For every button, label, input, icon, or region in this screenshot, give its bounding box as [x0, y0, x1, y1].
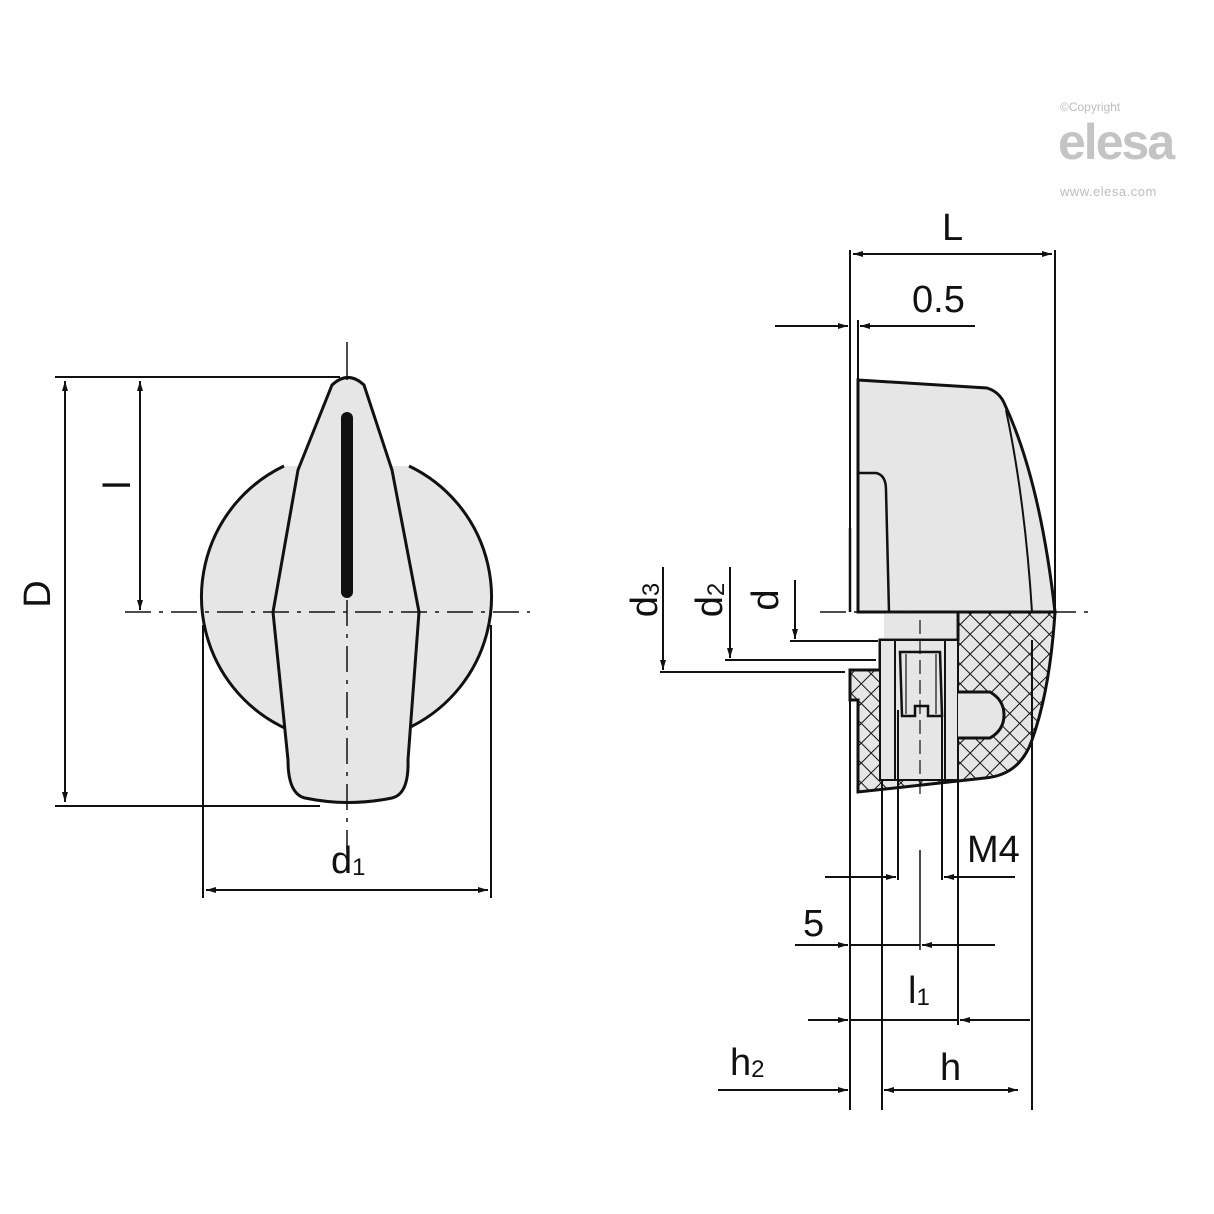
label-d1: d1 [331, 840, 366, 882]
indicator-line [341, 412, 353, 598]
label-5: 5 [803, 903, 824, 945]
website-url: www.elesa.com [1060, 184, 1157, 199]
label-D: D [17, 580, 59, 607]
label-d2: d2 [689, 583, 731, 618]
label-h: h [940, 1047, 961, 1089]
knob-body-side [856, 378, 1057, 614]
label-l: l [97, 481, 139, 489]
front-view [55, 342, 530, 898]
label-M4: M4 [967, 829, 1020, 871]
label-0.5: 0.5 [912, 279, 965, 321]
label-d: d [745, 589, 787, 610]
label-d3: d3 [624, 583, 666, 618]
elesa-logo: elesa [1058, 114, 1175, 170]
label-L: L [942, 207, 963, 249]
copyright-text: ©Copyright [1060, 100, 1121, 114]
set-screw [898, 650, 944, 718]
side-view [660, 250, 1095, 1110]
label-h2: h2 [730, 1042, 765, 1084]
label-l1: l1 [908, 970, 930, 1012]
